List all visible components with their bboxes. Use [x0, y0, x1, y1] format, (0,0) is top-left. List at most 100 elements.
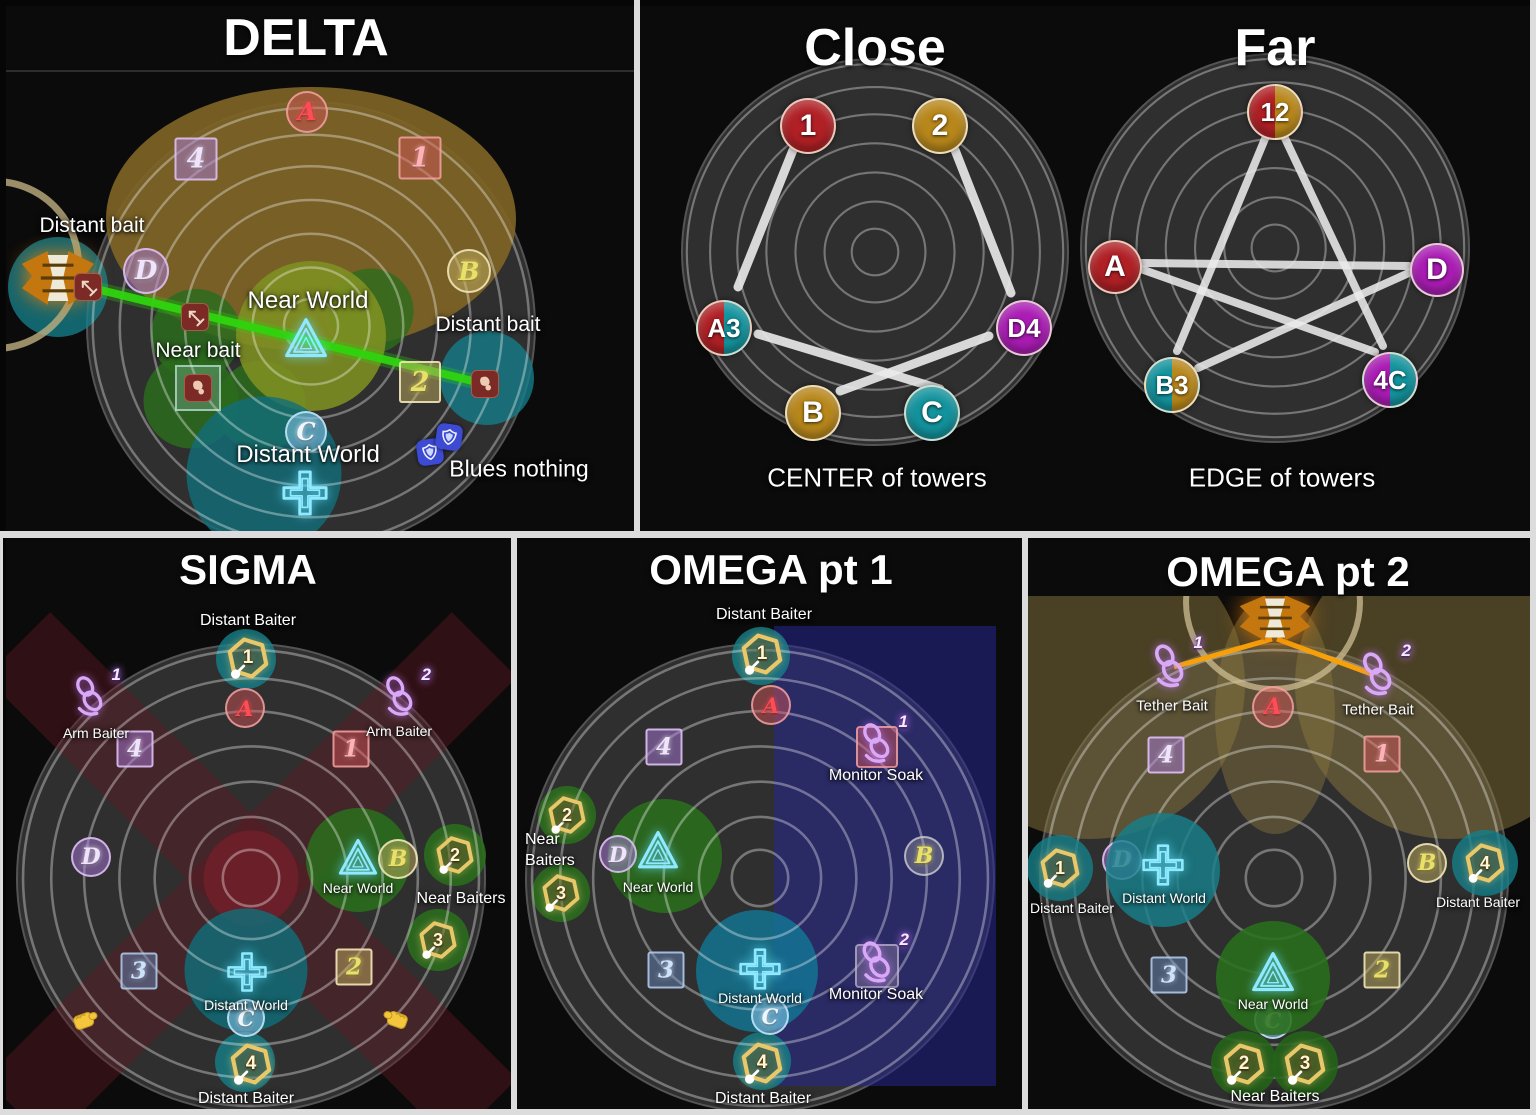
label-near-baiters: Near Baiters	[416, 890, 506, 907]
hex-number: 4	[245, 1053, 257, 1074]
panel-omega1: A 4 D B 3 C 1 2 3 4 1 2 Distant Baiter M…	[517, 538, 1022, 1109]
label-distant-bait-right: Distant bait	[435, 313, 541, 336]
panel-close-far: 1 2 A3 D4 B C 12 A D B3 4C Close Far CEN…	[640, 6, 1530, 532]
arrow-icon	[78, 277, 98, 297]
hex-number: 2	[1238, 1053, 1250, 1074]
caption-close: CENTER of towers	[767, 462, 987, 493]
distant-world-icon	[1141, 843, 1185, 887]
waymark-a: A	[751, 685, 791, 725]
label-near-baiters: Near Baiters	[1230, 1088, 1320, 1105]
near-baiter-2-icon: 2	[546, 794, 588, 836]
waymark-b: B	[904, 836, 944, 876]
waymark-b: B	[378, 839, 418, 879]
hex-number: 2	[561, 804, 572, 825]
arrow-icon	[185, 307, 205, 327]
waymark-b: B	[1407, 843, 1447, 883]
tower-close-1: 1	[780, 98, 836, 154]
waymark-c-glyph: C	[296, 417, 316, 446]
label-distant-world: Distant World	[1122, 890, 1206, 906]
label-monitor-soak-1: Monitor Soak	[828, 767, 924, 784]
label-tether-bait-right: Tether Bait	[1342, 701, 1414, 719]
panel-title-omega2: OMEGA pt 2	[1166, 548, 1410, 595]
waymark-b-glyph: B	[1417, 850, 1437, 876]
distant-world-icon	[281, 469, 329, 517]
waymark-c-glyph: C	[237, 1005, 255, 1031]
label-distant-baiter-right: Distant Baiter	[1435, 894, 1521, 910]
arm-baiter-2-icon: 2	[376, 665, 431, 722]
hex-number: 3	[1299, 1053, 1311, 1074]
hex-number: 1	[242, 647, 254, 668]
waymark-a-glyph: A	[1264, 694, 1282, 720]
waymark-c-glyph: C	[761, 1003, 779, 1029]
far-glitch-marker	[181, 303, 209, 331]
label-near-baiters: Near Baiters	[525, 831, 575, 869]
label-distant-world: Distant World	[204, 997, 288, 1013]
monitor-soak-2-icon: 2	[852, 930, 909, 989]
sprite-number: 1	[1193, 633, 1203, 652]
tower-label: D	[1426, 253, 1448, 286]
waymark-4: 4	[1147, 736, 1185, 774]
panel-title-delta: DELTA	[223, 9, 389, 67]
waymark-3-glyph: 3	[657, 956, 674, 984]
tower-close-b: B	[785, 385, 841, 441]
waymark-3: 3	[1150, 956, 1188, 994]
panel-title-omega1: OMEGA pt 1	[649, 546, 893, 593]
tower-label: 2	[931, 109, 949, 142]
waymark-4: 4	[645, 728, 683, 766]
hex-number: 3	[432, 929, 443, 950]
waymark-1-glyph: 1	[342, 735, 359, 763]
close-arena-floor	[681, 58, 1069, 446]
edge-bottom	[0, 1109, 1536, 1115]
edge-left-bottom	[0, 538, 3, 1115]
divider-vertical-bottom-1	[511, 538, 517, 1115]
sprite-number: 2	[899, 930, 909, 949]
label-distant-baiter-bottom: Distant Baiter	[197, 1090, 295, 1107]
waymark-1-glyph: 1	[1373, 740, 1390, 768]
waymark-2: 2	[335, 948, 373, 986]
label-distant-baiter-bottom: Distant Baiter	[714, 1090, 812, 1107]
far-glitch-marker	[74, 273, 102, 301]
waymark-c: C	[751, 997, 789, 1035]
near-world-icon	[636, 829, 680, 873]
distant-baiter-1-icon: 1	[1038, 846, 1082, 890]
divider-vertical-top	[634, 0, 640, 534]
waymark-4-glyph: 4	[655, 733, 672, 761]
hex-number: 1	[1054, 857, 1065, 878]
label-blues-nothing: Blues nothing	[449, 455, 589, 482]
label-arm-baiter-right: Arm Baiter	[365, 723, 433, 739]
tower-far-d: D	[1410, 243, 1464, 297]
tower-label: 4C	[1373, 364, 1407, 395]
panel-title-far: Far	[1234, 19, 1316, 77]
tether-bait-1-icon: 1	[1144, 633, 1203, 694]
near-glitch-marker	[184, 374, 212, 402]
waymark-a: A	[286, 91, 328, 133]
panel-title-close: Close	[804, 19, 946, 77]
tower-far-a: A	[1088, 240, 1142, 294]
label-distant-world: Distant World	[236, 441, 380, 468]
waymark-b: B	[447, 249, 491, 293]
bag-icon	[475, 374, 495, 394]
waymark-1: 1	[1363, 735, 1401, 773]
waymark-4-glyph: 4	[186, 143, 206, 175]
distant-baiter-4-icon: 4	[228, 1041, 274, 1087]
waymark-a: A	[225, 688, 265, 728]
omega2-distantworld-aoe	[1106, 813, 1220, 927]
caption-far: EDGE of towers	[1188, 462, 1376, 493]
distant-world-icon	[738, 947, 782, 991]
waymark-4-glyph: 4	[126, 735, 143, 763]
tower-label: A3	[707, 312, 741, 343]
waymark-1: 1	[398, 136, 442, 180]
hex-number: 4	[756, 1052, 768, 1073]
waymark-2: 2	[1363, 951, 1401, 989]
waymark-2-glyph: 2	[410, 366, 430, 398]
waymark-a-glyph: A	[236, 695, 254, 721]
waymark-4: 4	[116, 730, 154, 768]
near-baiter-3-icon: 3	[540, 872, 582, 914]
waymark-d-glyph: D	[608, 841, 628, 867]
sprite-number: 1	[898, 712, 908, 731]
distant-baiter-1-icon: 1	[225, 635, 271, 681]
divider-horizontal	[0, 531, 1536, 538]
tower-label: 12	[1260, 96, 1290, 127]
label-distant-baiter-left: Distant Baiter	[1029, 900, 1115, 916]
